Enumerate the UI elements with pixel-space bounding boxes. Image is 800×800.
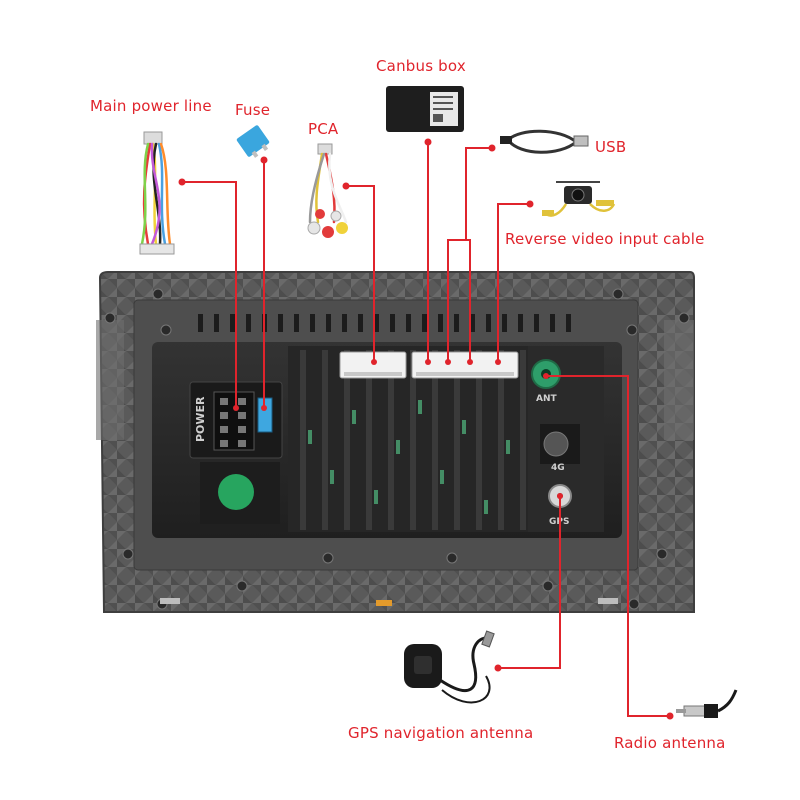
reverse-camera-image: [542, 181, 616, 217]
canbus-socket: [411, 351, 519, 379]
right-bevel: [664, 320, 694, 440]
head-unit: POWER ANT 4G GPS: [96, 271, 695, 613]
usb-cable-image: [500, 129, 589, 154]
callout-anchor-dots: [233, 359, 563, 499]
vent-slots: [198, 314, 571, 332]
label-main-power-line: Main power line: [90, 97, 212, 115]
main-power-harness-image: [139, 131, 175, 255]
gps-antenna-image: [404, 630, 495, 704]
left-bevel: [96, 320, 124, 440]
label-fuse: Fuse: [235, 101, 271, 119]
callout-usb: [447, 147, 492, 362]
green-sticker: [218, 474, 254, 510]
4g-port: [543, 431, 569, 457]
socket-teeth: [344, 372, 514, 376]
callout-gps: [498, 496, 561, 669]
label-gps-navigation-antenna: GPS navigation antenna: [348, 724, 534, 742]
label-radio-antenna: Radio antenna: [614, 734, 726, 752]
label-pca: PCA: [308, 120, 339, 138]
pca-cable-image: [307, 143, 348, 238]
bottom-tab: [376, 600, 392, 606]
callout-radio-antenna: [546, 375, 670, 717]
radio-antenna-image: [676, 689, 738, 718]
callout-lines: [178, 138, 674, 720]
fuse-image: [236, 125, 270, 158]
label-reverse-video-input-cable: Reverse video input cable: [505, 230, 705, 248]
label-canbus-box: Canbus box: [376, 57, 466, 75]
callout-reverse-video: [497, 203, 530, 362]
power-marking: POWER: [194, 396, 207, 442]
label-usb: USB: [595, 138, 627, 156]
4g-marking: 4G: [551, 463, 565, 473]
canbus-box-image: [386, 86, 464, 132]
power-socket-pins: [220, 398, 246, 447]
ant-marking: ANT: [536, 394, 557, 404]
callout-main-power: [182, 181, 237, 408]
callout-pca: [346, 185, 375, 362]
